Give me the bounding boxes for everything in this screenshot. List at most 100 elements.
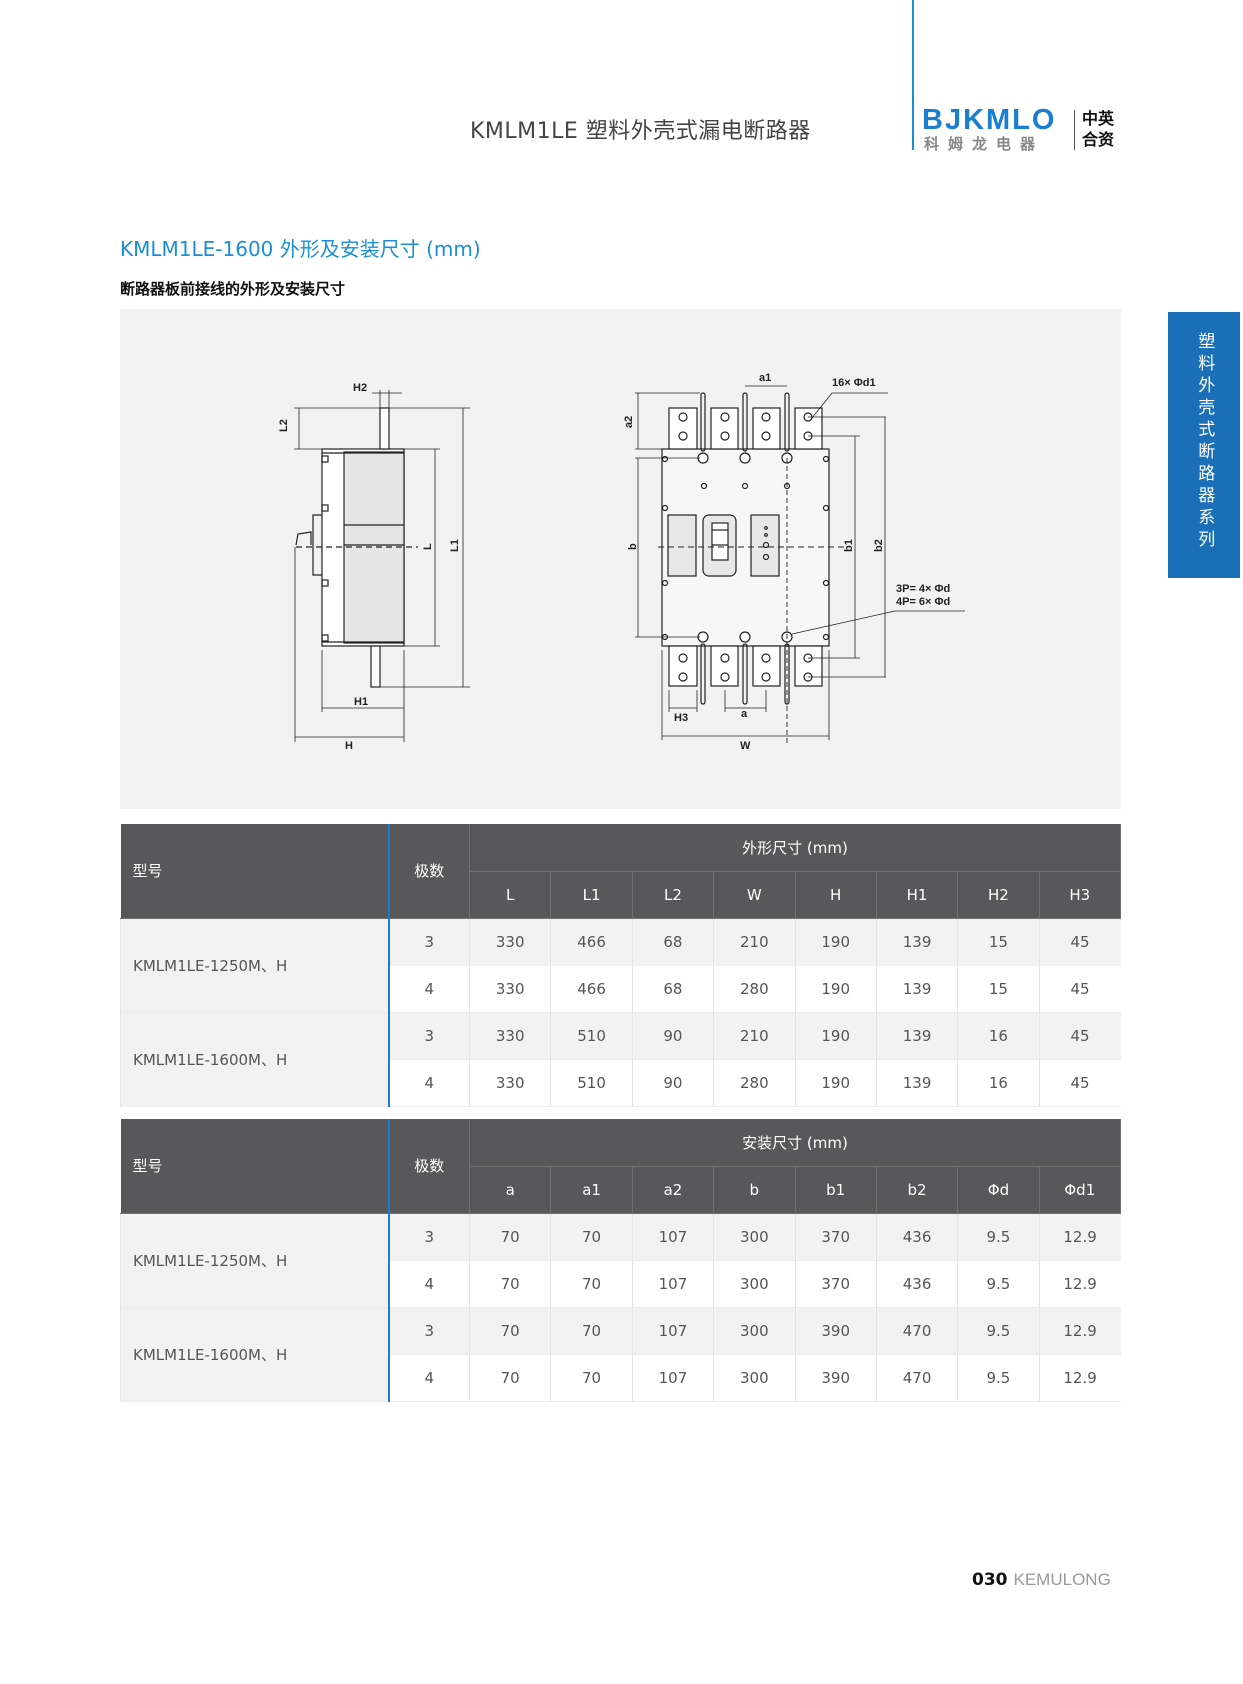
section-subtitle: 断路器板前接线的外形及安装尺寸 <box>120 280 346 298</box>
column-header: H3 <box>1038 871 1122 919</box>
value-cell: 190 <box>794 1012 877 1060</box>
logo-joint-venture: 中英合资 <box>1082 109 1115 149</box>
value-cell: 16 <box>957 1059 1040 1107</box>
column-header: W <box>713 871 796 919</box>
column-header: H1 <box>875 871 959 919</box>
value-cell: 107 <box>631 1260 714 1308</box>
value-cell: 70 <box>550 1260 633 1308</box>
column-header: L1 <box>550 871 633 919</box>
value-cell: 70 <box>550 1307 633 1355</box>
value-cell: 70 <box>468 1260 551 1308</box>
model-cell: KMLM1LE-1600M、H <box>120 1012 389 1107</box>
value-cell: 330 <box>468 1012 551 1060</box>
label-a: a <box>741 708 748 720</box>
value-cell: 210 <box>713 1012 795 1060</box>
column-header: L2 <box>631 871 715 919</box>
value-cell: 45 <box>1038 965 1121 1013</box>
header-model: 型号 <box>120 1119 389 1214</box>
column-header: b2 <box>875 1166 959 1214</box>
document-title: KMLM1LE 塑料外壳式漏电断路器 <box>470 119 811 144</box>
value-cell: 70 <box>468 1354 551 1402</box>
column-header: a <box>468 1166 552 1214</box>
value-cell: 9.5 <box>957 1213 1040 1261</box>
value-cell: 107 <box>631 1354 714 1402</box>
header-group: 外形尺寸 (mm) <box>469 824 1121 872</box>
value-cell: 45 <box>1038 1012 1121 1060</box>
label-b2: b2 <box>873 539 885 552</box>
poles-cell: 4 <box>387 965 470 1013</box>
value-cell: 139 <box>875 1059 958 1107</box>
label-H1: H1 <box>354 696 368 708</box>
value-cell: 15 <box>957 965 1040 1013</box>
value-cell: 300 <box>713 1213 795 1261</box>
poles-cell: 3 <box>387 1213 470 1261</box>
value-cell: 68 <box>631 965 714 1013</box>
model-cell: KMLM1LE-1600M、H <box>120 1307 389 1402</box>
value-cell: 330 <box>468 1059 551 1107</box>
value-cell: 436 <box>875 1213 958 1261</box>
value-cell: 12.9 <box>1038 1307 1121 1355</box>
column-header: H2 <box>957 871 1040 919</box>
value-cell: 70 <box>550 1354 633 1402</box>
value-cell: 390 <box>794 1307 877 1355</box>
label-L2: L2 <box>278 419 290 432</box>
label-L1: L1 <box>449 539 461 552</box>
label-a1: a1 <box>759 372 771 384</box>
value-cell: 210 <box>713 918 795 966</box>
value-cell: 190 <box>794 1059 877 1107</box>
value-cell: 139 <box>875 1012 958 1060</box>
column-header: a2 <box>631 1166 715 1214</box>
value-cell: 466 <box>550 965 633 1013</box>
value-cell: 510 <box>550 1012 633 1060</box>
value-cell: 370 <box>794 1213 877 1261</box>
poles-cell: 4 <box>387 1059 470 1107</box>
column-header: L <box>468 871 552 919</box>
value-cell: 70 <box>468 1307 551 1355</box>
poles-cell: 4 <box>387 1354 470 1402</box>
column-header: H <box>794 871 877 919</box>
value-cell: 139 <box>875 965 958 1013</box>
value-cell: 280 <box>713 1059 795 1107</box>
label-H2: H2 <box>353 382 367 394</box>
value-cell: 436 <box>875 1260 958 1308</box>
column-header: Φd1 <box>1038 1166 1122 1214</box>
value-cell: 45 <box>1038 918 1121 966</box>
logo-chinese: 科姆龙电器 <box>924 135 1045 153</box>
value-cell: 390 <box>794 1354 877 1402</box>
value-cell: 470 <box>875 1307 958 1355</box>
label-H: H <box>345 740 353 752</box>
value-cell: 15 <box>957 918 1040 966</box>
value-cell: 470 <box>875 1354 958 1402</box>
value-cell: 466 <box>550 918 633 966</box>
front-view <box>635 385 965 745</box>
value-cell: 190 <box>794 965 877 1013</box>
label-W: W <box>740 740 751 752</box>
value-cell: 107 <box>631 1307 714 1355</box>
poles-cell: 4 <box>387 1260 470 1308</box>
poles-cell: 3 <box>387 918 470 966</box>
label-16-d1: 16× Φd1 <box>832 377 876 389</box>
value-cell: 90 <box>631 1059 714 1107</box>
value-cell: 300 <box>713 1260 795 1308</box>
value-cell: 330 <box>468 918 551 966</box>
header-poles: 极数 <box>387 824 470 919</box>
footer-brand: KEMULONG <box>1013 1570 1111 1589</box>
value-cell: 300 <box>713 1354 795 1402</box>
value-cell: 107 <box>631 1213 714 1261</box>
value-cell: 12.9 <box>1038 1213 1121 1261</box>
value-cell: 45 <box>1038 1059 1121 1107</box>
dimension-drawing: H2 L2 L L1 H1 H <box>120 309 1121 809</box>
label-3p-holes: 3P= 4× Φd <box>896 583 950 595</box>
header-poles: 极数 <box>387 1119 470 1214</box>
dimension-drawing-svg: H2 L2 L L1 H1 H <box>278 372 965 752</box>
model-cell: KMLM1LE-1250M、H <box>120 1213 389 1308</box>
column-header: b1 <box>794 1166 877 1214</box>
header-model: 型号 <box>120 824 389 919</box>
label-b1: b1 <box>843 539 855 552</box>
